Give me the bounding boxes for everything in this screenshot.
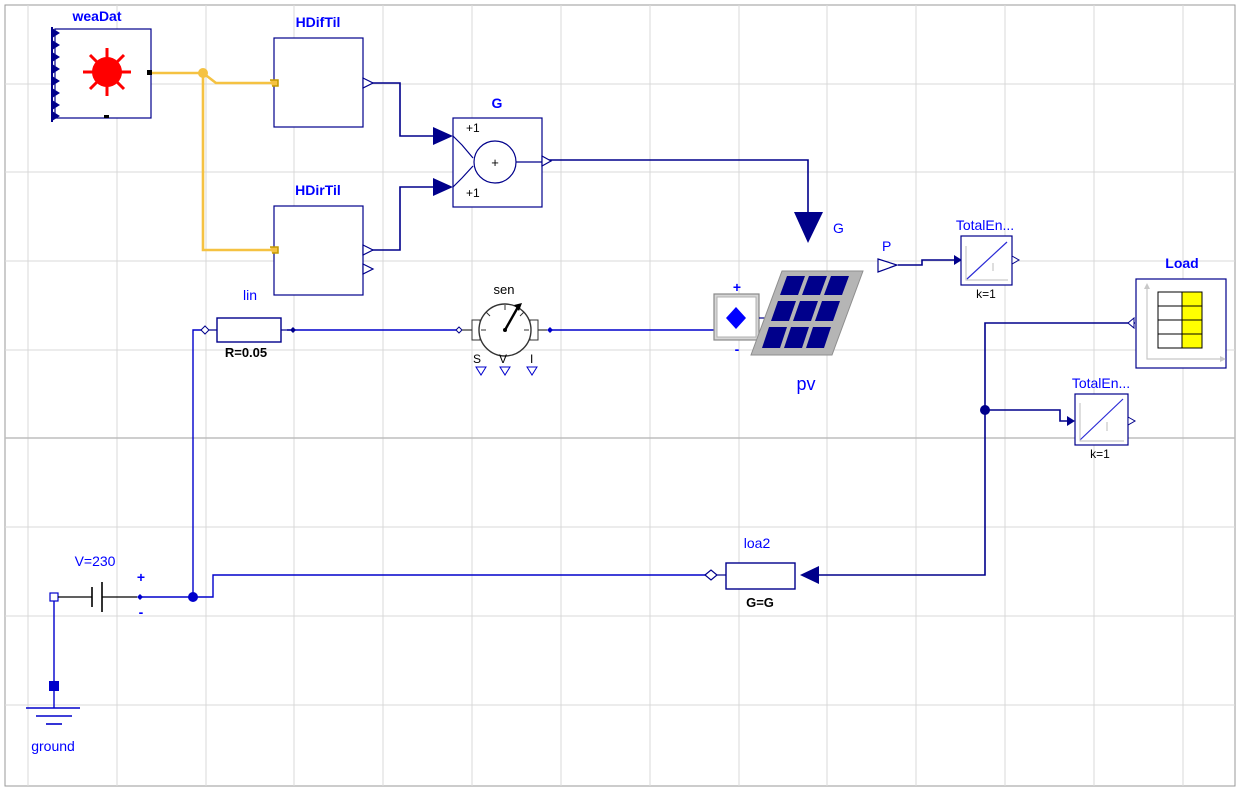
hdirtil-label: HDirTil bbox=[295, 182, 341, 198]
source-label: V=230 bbox=[75, 553, 116, 569]
voltage-source[interactable]: V=230 + - bbox=[49, 553, 145, 620]
load-table-block[interactable]: Load bbox=[1127, 255, 1227, 369]
power-output-port[interactable]: P bbox=[877, 238, 899, 273]
pv-label: pv bbox=[796, 374, 815, 394]
direct-irradiation-block[interactable]: HDirTil bbox=[270, 182, 375, 296]
add-block[interactable]: G +1 +1 + bbox=[433, 95, 553, 208]
diffuse-irradiation-block[interactable]: HDifTil bbox=[270, 14, 375, 128]
add-input2-gain: +1 bbox=[466, 186, 480, 200]
line-resistor[interactable]: lin R=0.05 bbox=[200, 287, 296, 360]
irradiation-input-icon bbox=[794, 212, 823, 243]
sen-label: sen bbox=[494, 282, 515, 297]
load-label: Load bbox=[1165, 255, 1198, 271]
ground-port-icon bbox=[49, 681, 59, 691]
load-energy-integrator[interactable]: TotalEn... k=1 bbox=[1067, 375, 1137, 461]
weather-data-block[interactable]: weaDat bbox=[51, 8, 152, 122]
signal-connections[interactable] bbox=[369, 82, 1135, 576]
pv-panel[interactable]: G + - pv bbox=[713, 212, 864, 394]
ground-label: ground bbox=[31, 738, 75, 754]
loa2-label: loa2 bbox=[744, 535, 771, 551]
pv-energy-integrator[interactable]: TotalEn... k=1 bbox=[954, 217, 1021, 301]
pv-integrator-label: TotalEn... bbox=[956, 217, 1014, 233]
grid bbox=[4, 4, 1236, 787]
sensor-output-ports-icon bbox=[475, 366, 538, 376]
loa2-param: G=G bbox=[746, 595, 774, 610]
table-icon bbox=[1144, 283, 1226, 362]
p-port-label: P bbox=[882, 238, 891, 254]
sen-port-v: V bbox=[499, 352, 507, 366]
sun-icon bbox=[83, 48, 131, 96]
load-input-icon bbox=[800, 566, 819, 584]
pv-minus-label: - bbox=[735, 341, 740, 357]
weather-input-ports-icon bbox=[51, 27, 60, 122]
pv-integrator-gain: k=1 bbox=[976, 287, 996, 301]
pv-plus-label: + bbox=[733, 279, 741, 295]
pv-diamond-icon bbox=[726, 307, 746, 329]
ground-block[interactable]: ground bbox=[26, 681, 80, 754]
lin-label: lin bbox=[243, 287, 257, 303]
variable-load[interactable]: loa2 G=G bbox=[704, 535, 819, 610]
add-input1-gain: +1 bbox=[466, 121, 480, 135]
pv-input-label: G bbox=[833, 220, 844, 236]
lin-param: R=0.05 bbox=[225, 345, 267, 360]
add-label: G bbox=[492, 95, 503, 111]
source-plus-label: + bbox=[137, 569, 145, 585]
hdiftil-label: HDifTil bbox=[296, 14, 341, 30]
power-sensor[interactable]: sen S V I bbox=[455, 282, 553, 376]
weather-bus-connections[interactable] bbox=[150, 68, 276, 252]
source-minus-label: - bbox=[139, 604, 144, 620]
electrical-connections[interactable] bbox=[53, 329, 714, 686]
solar-panel-icon bbox=[750, 270, 864, 356]
sen-port-i: I bbox=[530, 352, 533, 366]
load-integrator-gain: k=1 bbox=[1090, 447, 1110, 461]
add-operator: + bbox=[491, 155, 499, 170]
load-integrator-label: TotalEn... bbox=[1072, 375, 1130, 391]
weadat-label: weaDat bbox=[71, 8, 121, 24]
sen-port-s: S bbox=[473, 352, 481, 366]
ground-icon bbox=[26, 707, 80, 725]
